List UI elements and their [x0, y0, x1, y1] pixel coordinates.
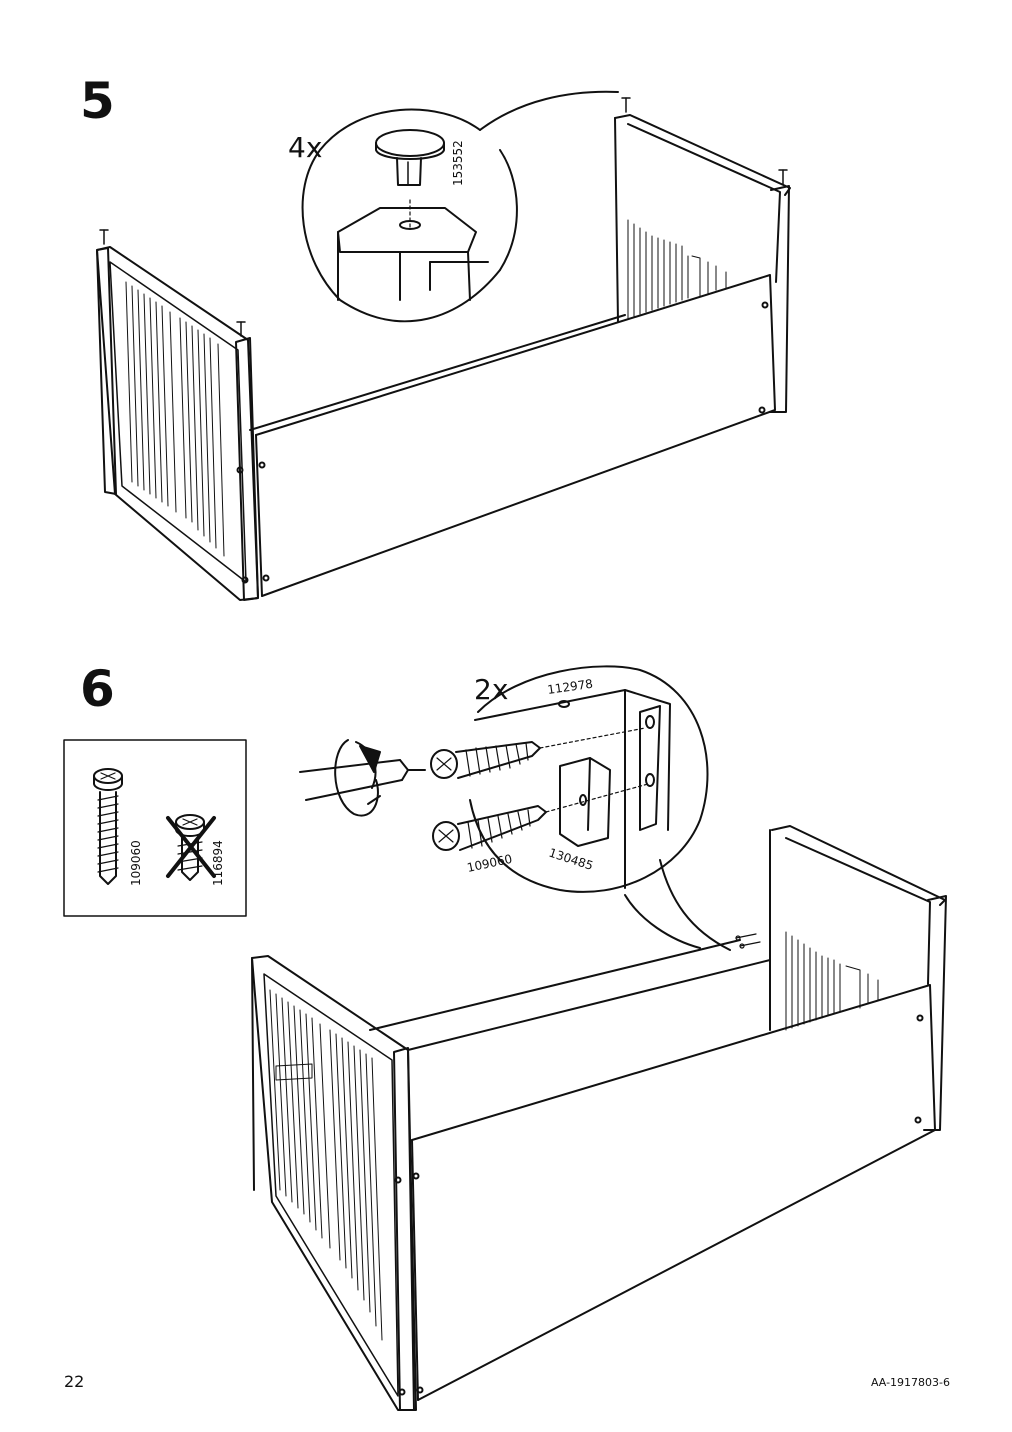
step-5-quantity: 4x: [288, 131, 323, 164]
step-6-number: 6: [80, 660, 115, 718]
step-5-frame-drawing: [96, 97, 791, 601]
correct-screw-icon: [93, 768, 123, 885]
step-5-detail-bubble: [301, 90, 619, 323]
top-part-number: 112978: [546, 677, 593, 697]
screw-info-box: [63, 739, 247, 917]
document-code: AA-1917803-6: [870, 1376, 950, 1389]
screw-part-number: 109060: [466, 852, 514, 875]
bracket-part-number: 130485: [547, 846, 595, 873]
wrong-screw-icon: [166, 814, 216, 881]
page-number: 22: [64, 1372, 85, 1391]
step-6-quantity: 2x: [474, 673, 509, 706]
step-6-frame-drawing: [251, 825, 947, 1411]
step-5-number: 5: [80, 72, 115, 130]
step-5-part-number: 153552: [451, 140, 465, 186]
correct-screw-part-number: 109060: [129, 840, 143, 886]
wrong-screw-part-number: 116894: [211, 840, 225, 886]
step-6-detail-bubble: [299, 665, 731, 951]
